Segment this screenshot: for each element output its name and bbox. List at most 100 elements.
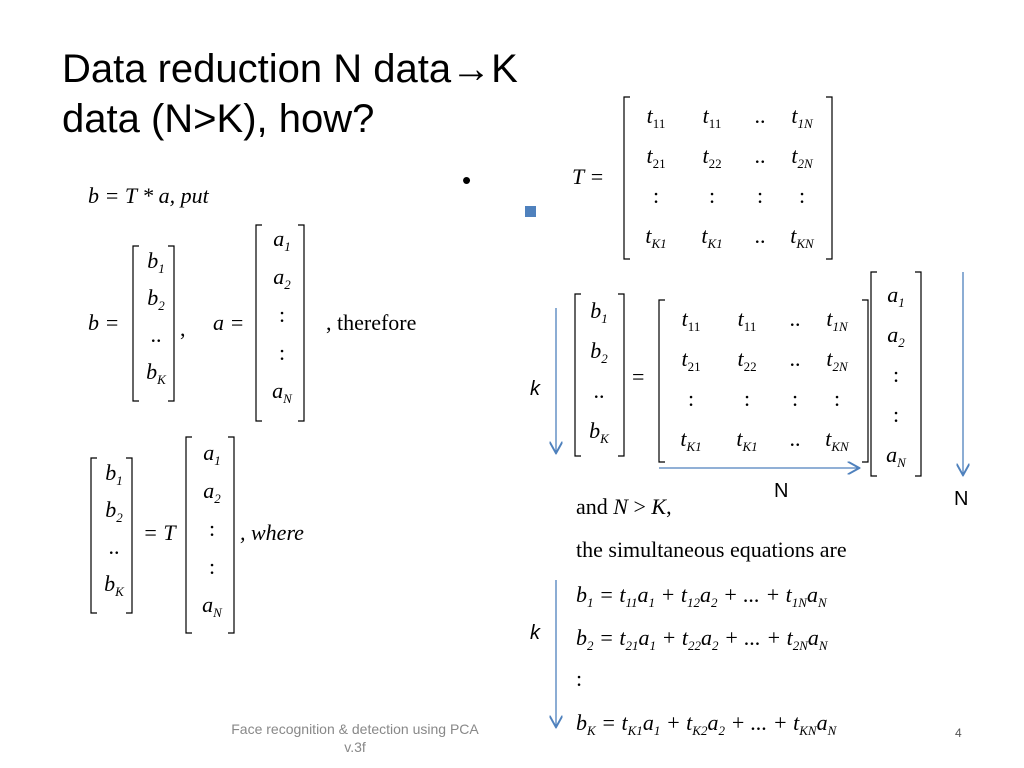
T-matrix-cell: t11 <box>702 103 722 131</box>
T-matrix-cell: : <box>652 183 660 208</box>
a-vec-item: aN <box>886 442 906 470</box>
b-equals-label: b = <box>88 310 120 335</box>
a-vec-item: a1 <box>887 282 905 310</box>
a-equals-label: a = <box>213 310 245 335</box>
slide-title: Data reduction N data→K data (N>K), how? <box>62 44 582 144</box>
T-matrix-cell: tKN <box>825 426 849 454</box>
T-matrix-cell: t1N <box>826 306 848 334</box>
T-matrix-cell: : <box>833 386 841 411</box>
a-vec-item: aN <box>202 592 222 620</box>
T-matrix-cell: .. <box>789 306 801 331</box>
T-matrix-cell: .. <box>754 103 766 128</box>
a-vec-item: : <box>892 402 900 427</box>
b-vec-item: b2 <box>147 285 165 313</box>
T-matrix-cell: t21 <box>646 143 666 171</box>
T-matrix-cell: : <box>756 183 764 208</box>
equation-row-1: b1 = t11a1 + t12a2 + ... + t1NaN <box>576 582 827 611</box>
b-vec-item: b1 <box>147 248 165 276</box>
b-vec-item: bK <box>104 571 124 599</box>
T-matrix-cell: : <box>798 183 806 208</box>
b-vec-item: .. <box>150 322 162 347</box>
T-matrix-row: tK1 tK1.. tKN <box>663 426 859 466</box>
sim-text: the simultaneous equations are <box>576 537 847 562</box>
T-matrix-row: :::: <box>663 386 859 426</box>
bracket-right <box>862 299 869 463</box>
footer: Face recognition & detection using PCA v… <box>190 720 520 756</box>
k-label-2: k <box>530 622 540 644</box>
equation-row-2: b2 = t21a1 + t22a2 + ... + t2NaN <box>576 625 828 654</box>
b-vec-item: bK <box>146 359 166 387</box>
a-vec-item: : <box>892 362 900 387</box>
T-equals-label: T = <box>572 164 605 189</box>
T-matrix-cell: t11 <box>681 306 701 334</box>
T-matrix-cell: t22 <box>702 143 722 171</box>
equation-row-dots: : <box>576 666 583 691</box>
T-matrix-cell: tK1 <box>645 223 667 251</box>
b-vec-item: bK <box>589 418 609 446</box>
bracket-right <box>826 96 833 260</box>
b-vec-item: .. <box>593 378 605 403</box>
and-text: and N > K, <box>576 494 672 519</box>
a-vector-3: a1 a2 : : aN <box>876 282 916 482</box>
equals-sign: = <box>632 364 645 389</box>
a-vec-item: : <box>278 340 286 365</box>
T-matrix-cell: t1N <box>791 103 813 131</box>
T-matrix-row: t11 t11.. t1N <box>628 103 824 143</box>
T-matrix-cell: .. <box>789 426 801 451</box>
a-vec-item: : <box>208 554 216 579</box>
b-vector: b1 b2 .. bK <box>136 248 176 396</box>
k-label-1: k <box>530 378 540 400</box>
bullet-square <box>525 206 536 217</box>
where-text: , where <box>240 520 304 545</box>
T-matrix-row: t11 t11.. t1N <box>663 306 859 346</box>
N-label-vertical: N <box>954 488 969 510</box>
footer-text-2: v.3f <box>344 739 366 755</box>
page-number: 4 <box>955 726 962 740</box>
equals-T: = T <box>143 520 176 545</box>
a-vec-item: a2 <box>887 322 905 350</box>
T-matrix-cell: t21 <box>681 346 701 374</box>
b-vec-item: b2 <box>590 338 608 366</box>
T-matrix-cell: .. <box>754 143 766 168</box>
T-matrix-cell: : <box>687 386 695 411</box>
T-matrix-cell: tKN <box>790 223 814 251</box>
N-label-horizontal: N <box>774 480 789 502</box>
T-matrix-row: t21 t22.. t2N <box>628 143 824 183</box>
a-vec-item: a1 <box>273 226 291 254</box>
a-vec-item: aN <box>272 378 292 406</box>
footer-text-1: Face recognition & detection using PCA <box>231 721 479 737</box>
title-line1: Data reduction N data <box>62 47 452 91</box>
a-vector-2: a1 a2 : : aN <box>192 440 232 630</box>
T-matrix-cell: tK1 <box>680 426 702 454</box>
T-matrix-cell: t2N <box>791 143 813 171</box>
b-vec-item: b1 <box>105 460 123 488</box>
title-line2: data (N>K), how? <box>62 97 375 141</box>
T-matrix-cell: : <box>791 386 799 411</box>
T-matrix-cell: t11 <box>737 306 757 334</box>
T-matrix-cell: : <box>708 183 716 208</box>
T-matrix-cell: tK1 <box>701 223 723 251</box>
T-matrix-cell: : <box>743 386 751 411</box>
b-vec-item: b1 <box>590 298 608 326</box>
T-matrix-cell: t22 <box>737 346 757 374</box>
equation-b-Ta: b = T * a, put <box>88 183 209 208</box>
a-vec-item: a2 <box>203 478 221 506</box>
b-vec-item: .. <box>108 534 120 559</box>
a-vector: a1 a2 : : aN <box>262 226 302 416</box>
T-matrix-cell: .. <box>789 346 801 371</box>
a-vec-item: : <box>278 302 286 327</box>
therefore-text: , therefore <box>326 310 417 335</box>
T-matrix-cell: t11 <box>646 103 666 131</box>
title-line1-end: K <box>491 47 518 91</box>
T-matrix-cell: tK1 <box>736 426 758 454</box>
T-matrix-row: :::: <box>628 183 824 223</box>
b-vector-3: b1 b2 .. bK <box>578 298 620 458</box>
T-matrix-cell: t2N <box>826 346 848 374</box>
T-matrix-row: t21 t22.. t2N <box>663 346 859 386</box>
b-vector-2: b1 b2 .. bK <box>94 460 134 608</box>
equation-row-K: bK = tK1a1 + tK2a2 + ... + tKNaN <box>576 710 837 739</box>
comma: , <box>180 316 186 341</box>
